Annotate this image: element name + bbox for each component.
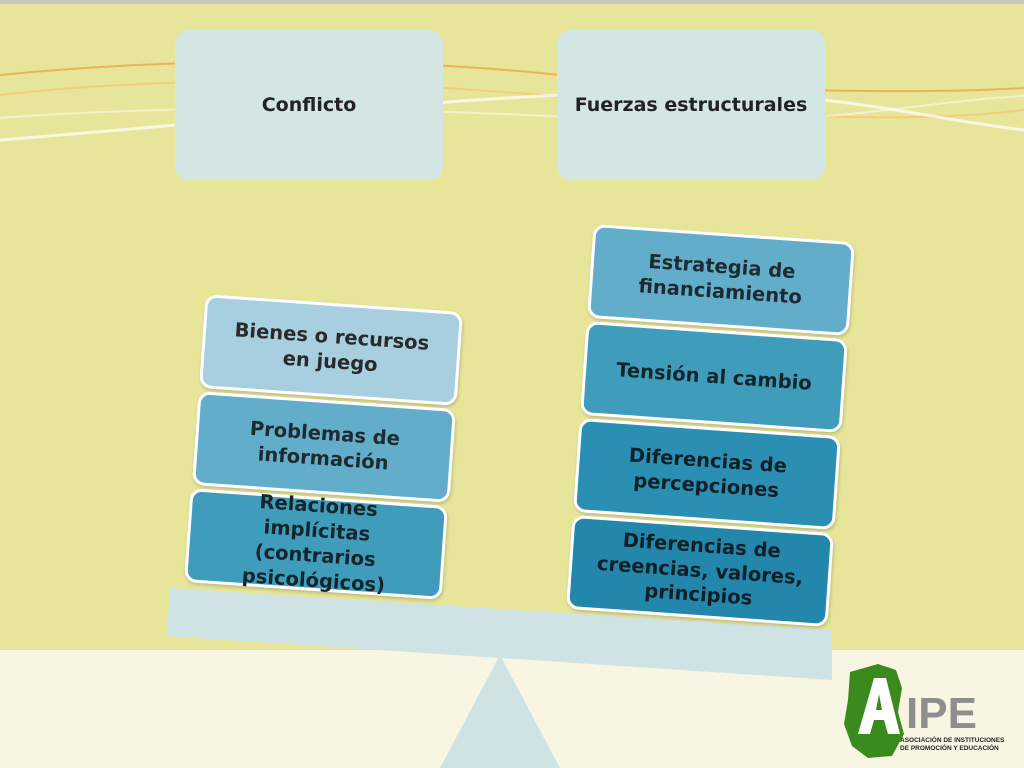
header-conflicto: Conflicto xyxy=(175,30,443,180)
logo-tagline-2: DE PROMOCIÓN Y EDUCACIÓN xyxy=(900,743,999,752)
left-item-label: Bienes o recursos en juego xyxy=(233,318,430,377)
right-item-tension: Tensión al cambio xyxy=(580,320,848,434)
left-item-label: Problemas de información xyxy=(249,416,401,475)
left-item-bienes: Bienes o recursos en juego xyxy=(199,294,463,406)
aipe-logo: IPE ASOCIACIÓN DE INSTITUCIONES DE PROMO… xyxy=(844,664,1005,758)
right-item-creencias: Diferencias de creencias, valores, princ… xyxy=(566,514,834,628)
left-item-problemas: Problemas de información xyxy=(192,391,456,503)
logo-mark: IPE xyxy=(906,689,977,738)
header-conflicto-label: Conflicto xyxy=(261,94,357,116)
logo-tagline-1: ASOCIACIÓN DE INSTITUCIONES xyxy=(900,735,1005,744)
right-item-label: Estrategia de financiamiento xyxy=(637,249,803,309)
left-item-relaciones: Relaciones implícitas (contrarios psicol… xyxy=(184,488,448,600)
right-item-label: Diferencias de creencias, valores, princ… xyxy=(596,528,804,611)
header-fuerzas-estructurales: Fuerzas estructurales xyxy=(557,30,825,180)
right-item-estrategia: Estrategia de financiamiento xyxy=(587,223,855,337)
right-item-label: Diferencias de percepciones xyxy=(628,443,788,503)
balance-beam xyxy=(167,588,832,680)
right-item-percepciones: Diferencias de percepciones xyxy=(573,417,841,531)
fulcrum-triangle xyxy=(440,655,560,768)
header-fuerzas-label: Fuerzas estructurales xyxy=(574,94,808,116)
left-item-label: Relaciones implícitas (contrarios psicol… xyxy=(241,490,386,597)
right-item-label: Tensión al cambio xyxy=(615,357,813,395)
